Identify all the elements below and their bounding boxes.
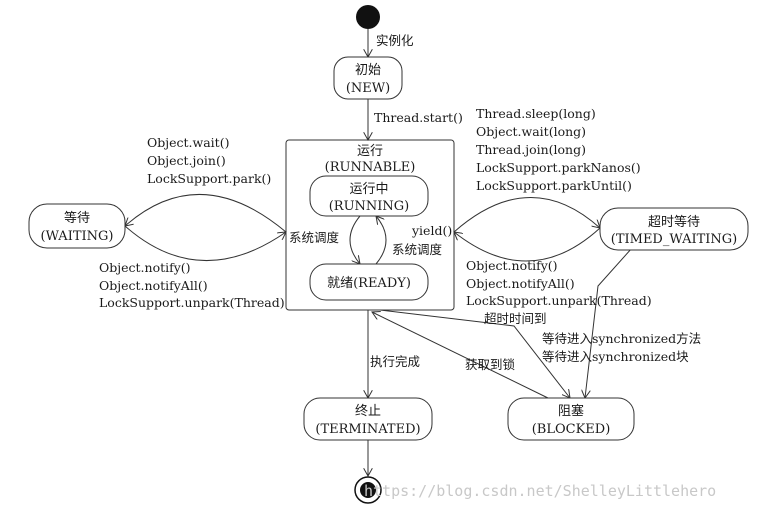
edge-yield	[376, 216, 387, 265]
ready-label: 就绪(READY)	[327, 276, 411, 291]
end-node	[360, 482, 376, 498]
label-instantiate: 实例化	[376, 33, 414, 48]
label-from-timed-waiting-3: LockSupport.unpark(Thread)	[466, 293, 652, 308]
label-to-waiting: Object.wait() Object.join() LockSupport.…	[147, 135, 271, 186]
edge-to-blocked	[379, 309, 570, 398]
label-to-timed-waiting: Thread.sleep(long) Object.wait(long) Thr…	[476, 106, 641, 193]
label-to-timed-waiting-3: Thread.join(long)	[476, 142, 586, 157]
edge-from-waiting	[124, 225, 286, 261]
label-to-timed-waiting-4: LockSupport.parkNanos()	[476, 160, 641, 175]
label-from-timed-waiting-2: Object.notifyAll()	[466, 276, 575, 291]
label-timeout: 超时时间到	[484, 311, 547, 326]
edge-to-waiting	[125, 194, 287, 233]
new-label-2: (NEW)	[346, 81, 390, 96]
label-from-waiting-1: Object.notify()	[99, 260, 191, 275]
label-to-timed-waiting-2: Object.wait(long)	[476, 124, 586, 139]
terminated-label-2: (TERMINATED)	[315, 422, 420, 437]
label-from-timed-waiting: Object.notify() Object.notifyAll() LockS…	[466, 258, 652, 308]
label-to-waiting-2: Object.join()	[147, 153, 226, 168]
label-to-timed-waiting-5: LockSupport.parkUntil()	[476, 178, 632, 193]
edge-timeout	[585, 247, 633, 398]
edge-acquire-lock	[372, 312, 549, 399]
label-yield: yield() 系统调度	[392, 223, 452, 257]
state-ready: 就绪(READY)	[309, 263, 429, 301]
label-to-blocked-2: 等待进入synchronized块	[542, 349, 689, 364]
label-yield-1: yield()	[411, 223, 452, 238]
label-to-blocked: 等待进入synchronized方法 等待进入synchronized块	[542, 331, 701, 364]
running-label-1: 运行中	[349, 182, 388, 197]
state-new: 初始 (NEW)	[333, 56, 403, 100]
timed-waiting-label-1: 超时等待	[648, 214, 700, 230]
running-label-2: (RUNNING)	[329, 199, 410, 214]
new-label-1: 初始	[355, 63, 381, 78]
label-start: Thread.start()	[374, 110, 463, 125]
label-from-waiting-2: Object.notifyAll()	[99, 278, 208, 293]
label-acquire-lock: 获取到锁	[465, 357, 516, 372]
edge-to-timed-waiting	[453, 197, 600, 233]
runnable-label-2: (RUNNABLE)	[325, 160, 416, 175]
label-yield-2: 系统调度	[392, 242, 443, 257]
runnable-label-1: 运行	[357, 144, 383, 159]
start-node	[356, 5, 380, 29]
edge-schedule	[349, 215, 360, 264]
label-from-timed-waiting-1: Object.notify()	[466, 258, 558, 273]
label-complete: 执行完成	[370, 354, 420, 369]
timed-waiting-label-2: (TIMED_WAITING)	[611, 232, 737, 247]
state-terminated: 终止 (TERMINATED)	[303, 397, 433, 441]
waiting-label-1: 等待	[64, 210, 90, 226]
label-to-waiting-1: Object.wait()	[147, 135, 229, 150]
state-waiting: 等待 (WAITING)	[28, 203, 126, 249]
state-runnable: 运行 (RUNNABLE)	[285, 139, 455, 311]
blocked-label-1: 阻塞	[558, 403, 584, 419]
blocked-label-2: (BLOCKED)	[532, 422, 611, 437]
label-schedule: 系统调度	[289, 230, 340, 245]
label-to-blocked-1: 等待进入synchronized方法	[542, 331, 701, 346]
state-blocked: 阻塞 (BLOCKED)	[507, 397, 635, 441]
edge-from-timed-waiting	[454, 227, 601, 262]
label-from-waiting-3: LockSupport.unpark(Thread)	[99, 295, 285, 310]
label-from-waiting: Object.notify() Object.notifyAll() LockS…	[99, 260, 285, 310]
terminated-label-1: 终止	[355, 403, 381, 419]
label-to-waiting-3: LockSupport.park()	[147, 171, 271, 186]
watermark: https://blog.csdn.net/ShelleyLittlehero	[364, 482, 716, 500]
state-timed-waiting: 超时等待 (TIMED_WAITING)	[599, 207, 749, 251]
label-to-timed-waiting-1: Thread.sleep(long)	[476, 106, 596, 121]
state-running: 运行中 (RUNNING)	[309, 175, 429, 217]
waiting-label-2: (WAITING)	[41, 229, 114, 244]
